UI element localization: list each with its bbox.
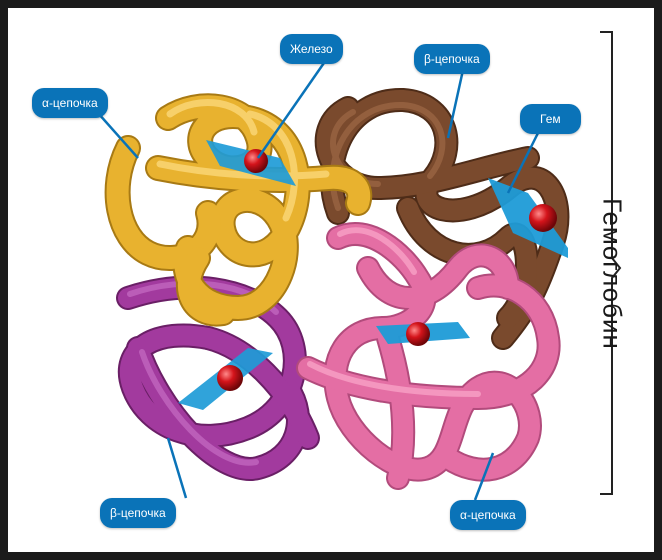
heme-group-bottom-right <box>376 322 470 346</box>
label-iron: Железо <box>280 34 343 64</box>
diagram-title: Гемоглобин <box>597 198 628 350</box>
hemoglobin-diagram: α-цепочка Железо β-цепочка Гем β-цепочка… <box>8 8 654 552</box>
alpha-chain-bottom <box>308 230 549 478</box>
iron-atom <box>244 149 268 173</box>
label-beta-chain-top: β-цепочка <box>414 44 490 74</box>
leader-beta-bottom <box>168 438 186 498</box>
label-heme: Гем <box>520 104 581 134</box>
label-beta-chain-bottom: β-цепочка <box>100 498 176 528</box>
label-alpha-chain-bottom: α-цепочка <box>450 500 526 530</box>
iron-atom <box>217 365 243 391</box>
iron-atom <box>406 322 430 346</box>
protein-illustration <box>8 8 654 552</box>
label-alpha-chain-top: α-цепочка <box>32 88 108 118</box>
iron-atom <box>529 204 557 232</box>
